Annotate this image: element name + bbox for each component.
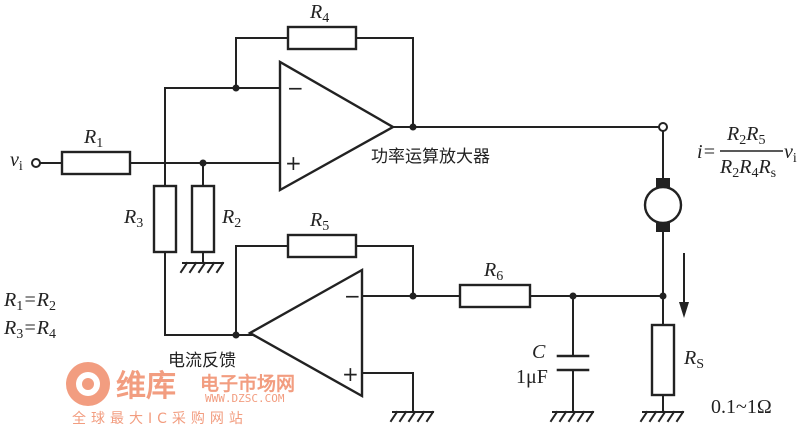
condition-r3-r4: R3=R4 bbox=[3, 317, 56, 342]
resistor-r5 bbox=[286, 233, 358, 259]
label-r1: R1 bbox=[83, 126, 103, 151]
label-r6: R6 bbox=[483, 259, 503, 284]
ground-icon bbox=[179, 261, 225, 274]
power-amp-minus: − bbox=[287, 76, 304, 100]
label-rs: RS bbox=[683, 347, 704, 372]
label-rs-range: 0.1~1Ω bbox=[711, 396, 772, 418]
feedback-op-amp: − + bbox=[247, 267, 364, 399]
label-r5: R5 bbox=[309, 209, 329, 234]
label-power-amp: 功率运算放大器 bbox=[371, 147, 490, 167]
feedback-amp-minus: − bbox=[344, 284, 361, 308]
motor-icon bbox=[643, 178, 683, 232]
watermark-url: WWW.DZSC.COM bbox=[205, 392, 285, 405]
watermark-logo-icon bbox=[66, 362, 110, 406]
resistor-r2 bbox=[190, 184, 216, 254]
resistor-r1 bbox=[60, 150, 132, 176]
label-c-value: 1μF bbox=[516, 366, 548, 388]
junctions bbox=[199, 84, 667, 339]
label-current-feedback: 电流反馈 bbox=[168, 351, 236, 371]
condition-r1-r2: R1=R2 bbox=[3, 289, 56, 314]
watermark: 维库 电子市场网 WWW.DZSC.COM 全球最大IC采购网站 bbox=[66, 362, 295, 427]
capacitor-c bbox=[556, 354, 590, 372]
gain-formula: i= R2R5 R2R4Rs vi bbox=[697, 123, 797, 181]
power-op-amp: − + bbox=[278, 59, 396, 193]
resistor-r4 bbox=[286, 25, 358, 51]
ground-icon bbox=[639, 410, 685, 423]
label-r3: R3 bbox=[123, 206, 143, 231]
formula-lhs: i= bbox=[697, 141, 716, 163]
power-amp-plus: + bbox=[285, 151, 302, 175]
ground-icon bbox=[389, 410, 435, 423]
watermark-slogan: 全球最大IC采购网站 bbox=[72, 410, 248, 427]
watermark-brand: 维库 bbox=[116, 369, 176, 404]
label-r4: R4 bbox=[309, 1, 329, 26]
formula-numerator: R2R5 bbox=[726, 123, 765, 148]
watermark-brand-cn: 电子市场网 bbox=[200, 372, 295, 395]
formula-denominator: R2R4Rs bbox=[719, 156, 776, 181]
resistor-r3 bbox=[152, 184, 178, 254]
label-r2: R2 bbox=[221, 206, 241, 231]
input-terminal bbox=[31, 158, 41, 168]
label-vi: vi bbox=[10, 149, 23, 174]
current-arrow-icon bbox=[679, 253, 689, 318]
resistor-rs bbox=[650, 323, 676, 397]
label-c: C bbox=[532, 341, 546, 363]
formula-vi: vi bbox=[784, 141, 797, 166]
output-terminal bbox=[658, 122, 668, 132]
feedback-amp-plus: + bbox=[342, 362, 359, 386]
wires bbox=[39, 37, 664, 413]
ground-icon bbox=[549, 410, 595, 423]
resistor-r6 bbox=[458, 283, 532, 309]
